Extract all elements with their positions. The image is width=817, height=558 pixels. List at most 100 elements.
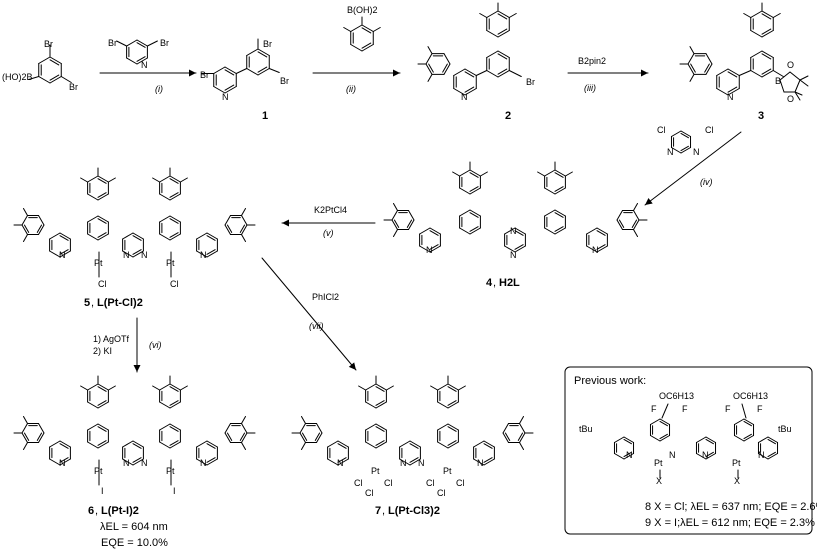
ring-bond bbox=[514, 227, 526, 235]
double-bond bbox=[483, 443, 493, 449]
double-bond bbox=[447, 440, 457, 446]
double-bond bbox=[393, 219, 400, 228]
atom-i: I bbox=[101, 486, 104, 496]
double-bond bbox=[442, 63, 448, 73]
mesityl-ring bbox=[761, 10, 774, 18]
double-bond bbox=[132, 457, 142, 463]
ring-bond bbox=[469, 209, 481, 217]
compound-6-comma: , bbox=[95, 505, 98, 517]
ring-bond bbox=[767, 453, 779, 460]
mesityl-ring bbox=[761, 30, 774, 38]
double-bond bbox=[469, 226, 479, 232]
methyl bbox=[241, 442, 246, 451]
ring-bond bbox=[613, 436, 625, 443]
ring-bond bbox=[554, 227, 566, 235]
ring-bond bbox=[97, 423, 109, 431]
double-bond bbox=[483, 457, 493, 463]
mesityl-ring bbox=[750, 10, 763, 18]
ring-bond bbox=[257, 48, 270, 56]
atom-cl: Cl bbox=[657, 125, 666, 135]
double-bond bbox=[375, 400, 385, 406]
mesityl-ring bbox=[633, 209, 640, 221]
atom-n: N bbox=[461, 92, 468, 102]
mesityl-ring bbox=[87, 383, 99, 391]
bond bbox=[508, 70, 522, 77]
compound-7-name: L(Pt-Cl3)2 bbox=[388, 505, 440, 517]
ring-bond bbox=[757, 453, 769, 460]
mesityl-ring bbox=[159, 193, 171, 201]
double-bond bbox=[631, 219, 638, 228]
ring-bond bbox=[680, 130, 692, 137]
arrow-head bbox=[348, 362, 356, 370]
mesityl-ring bbox=[459, 169, 471, 177]
bond bbox=[60, 76, 72, 83]
bond bbox=[779, 71, 791, 81]
compound-1-number: 1 bbox=[262, 110, 268, 122]
double-bond bbox=[705, 438, 714, 445]
arrow-step-iv bbox=[644, 131, 742, 206]
atom-n: N bbox=[626, 450, 633, 460]
ring-bond bbox=[126, 57, 138, 65]
compound-5-comma: , bbox=[91, 297, 94, 309]
arrow-head bbox=[645, 197, 653, 205]
atom-br: Br bbox=[69, 82, 78, 92]
ring-bond bbox=[613, 453, 625, 460]
ring-bond bbox=[49, 440, 61, 448]
double-bond bbox=[361, 42, 372, 49]
atom-n: N bbox=[222, 92, 229, 102]
ring-bond bbox=[750, 50, 763, 58]
double-bond bbox=[36, 224, 43, 233]
compound-6-name: L(Pt-I)2 bbox=[101, 505, 139, 517]
double-bond bbox=[406, 219, 413, 228]
methyl bbox=[452, 171, 461, 177]
ring-bond bbox=[497, 50, 510, 58]
double-bond bbox=[226, 432, 233, 441]
step-ii-label: (ii) bbox=[346, 84, 356, 94]
step-vi-label: (vi) bbox=[149, 340, 162, 350]
compound-7-number: 7 bbox=[375, 505, 381, 517]
ring-bond bbox=[126, 39, 138, 47]
atom-f: F bbox=[757, 404, 763, 414]
phicl2-label: PhICl2 bbox=[312, 292, 339, 302]
double-bond bbox=[761, 53, 772, 60]
double-bond bbox=[447, 400, 457, 406]
mesityl-ring bbox=[502, 422, 509, 434]
compound-4-number: 4 bbox=[486, 277, 493, 289]
step-vii-label: (vii) bbox=[309, 321, 324, 331]
ring-bond bbox=[365, 423, 377, 431]
ring-bond bbox=[257, 68, 270, 76]
double-bond bbox=[239, 224, 246, 233]
double-bond bbox=[743, 433, 752, 440]
mesityl-ring bbox=[750, 30, 763, 38]
mesityl-ring bbox=[544, 169, 556, 177]
double-bond bbox=[469, 212, 479, 218]
ring-bond bbox=[159, 423, 171, 431]
atom-i: I bbox=[173, 486, 176, 496]
ring-bond bbox=[705, 453, 717, 460]
mesityl-ring bbox=[459, 187, 471, 195]
atom-n: N bbox=[400, 458, 407, 468]
ring-bond bbox=[132, 250, 144, 258]
ring-bond bbox=[586, 227, 598, 235]
mesityl-ring bbox=[519, 432, 526, 444]
double-bond bbox=[623, 451, 632, 458]
methyl bbox=[23, 442, 28, 451]
ring-bond bbox=[659, 435, 671, 442]
double-bond bbox=[517, 432, 524, 441]
ring-bond bbox=[733, 435, 745, 442]
ring-bond bbox=[196, 232, 208, 240]
ring-bond bbox=[429, 245, 441, 253]
ring-bond bbox=[469, 227, 481, 235]
methyl bbox=[633, 202, 638, 211]
double-bond bbox=[59, 249, 69, 255]
mesityl-ring bbox=[447, 383, 459, 391]
mesityl-ring bbox=[38, 224, 45, 236]
bond bbox=[772, 70, 784, 77]
tbu-label: tBu bbox=[778, 424, 792, 434]
double-bond bbox=[705, 451, 714, 458]
ring-bond bbox=[169, 215, 181, 223]
atom-f: F bbox=[725, 404, 731, 414]
ring-bond bbox=[716, 68, 729, 76]
methyl bbox=[519, 415, 524, 424]
double-bond bbox=[409, 443, 419, 449]
